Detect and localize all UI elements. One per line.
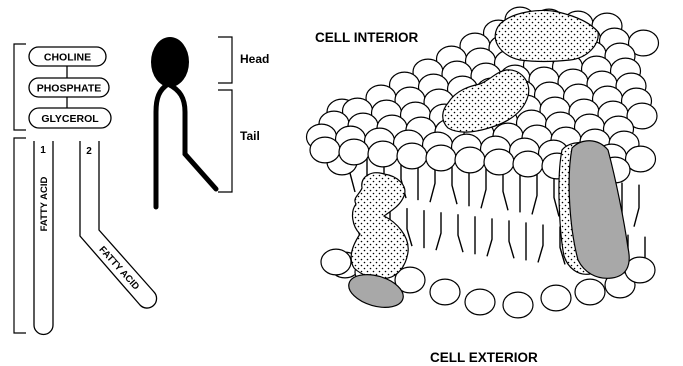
tail-bracket [218, 90, 232, 192]
lipid-head [575, 279, 605, 305]
lipid-head [455, 147, 485, 173]
fatty-acid-chain-1 [34, 141, 53, 335]
lipid-tail [481, 166, 486, 208]
chain-2-number: 2 [86, 146, 92, 157]
lipid-head [310, 137, 340, 163]
chain-1-number: 1 [40, 145, 46, 156]
lipid-head [397, 143, 427, 169]
fatty-acid-chain-2 [80, 141, 157, 308]
lipid-tail [487, 218, 492, 256]
cell-exterior-label: CELL EXTERIOR [430, 350, 538, 365]
phospholipid-symbol: Head Tail [151, 37, 269, 207]
lipid-head [484, 149, 514, 175]
lipid-head [368, 141, 398, 167]
head-label: Head [240, 52, 269, 66]
lipid-tail [634, 185, 639, 227]
tail-group-bracket [14, 138, 26, 333]
lipid-tail [554, 174, 559, 216]
phosphate-label: PHOSPHATE [37, 83, 102, 95]
glycerol-label: GLYCEROL [41, 113, 99, 125]
lipid-head [339, 139, 369, 165]
lipid-head [430, 279, 460, 305]
symbol-tail-1 [156, 84, 168, 207]
transmembrane-protein-left [351, 173, 408, 279]
lipid-head [503, 292, 533, 318]
lipid-tail [509, 220, 514, 258]
cell-interior-label: CELL INTERIOR [315, 30, 419, 45]
phospholipid-structure: CHOLINE PHOSPHATE GLYCEROL 1 2 FATTY ACI… [14, 44, 157, 335]
symbol-tail-2 [168, 84, 216, 189]
head-group-bracket [14, 44, 26, 130]
lipid-tail [458, 214, 463, 252]
symbol-head [151, 37, 189, 87]
lipid-tail [532, 172, 537, 214]
choline-label: CHOLINE [44, 52, 91, 64]
tail-label: Tail [240, 129, 260, 143]
lipid-head [465, 289, 495, 315]
lipid-head [541, 285, 571, 311]
lipid-head [321, 249, 351, 275]
lipid-tail [407, 208, 412, 246]
lipid-head [426, 145, 456, 171]
fatty-acid-label-1: FATTY ACID [39, 177, 50, 232]
lipid-bilayer [307, 7, 659, 318]
lipid-tail [538, 224, 543, 262]
lipid-tail [436, 212, 441, 250]
head-bracket [218, 37, 232, 83]
lipid-head [513, 151, 543, 177]
lipid-tail [452, 162, 457, 204]
